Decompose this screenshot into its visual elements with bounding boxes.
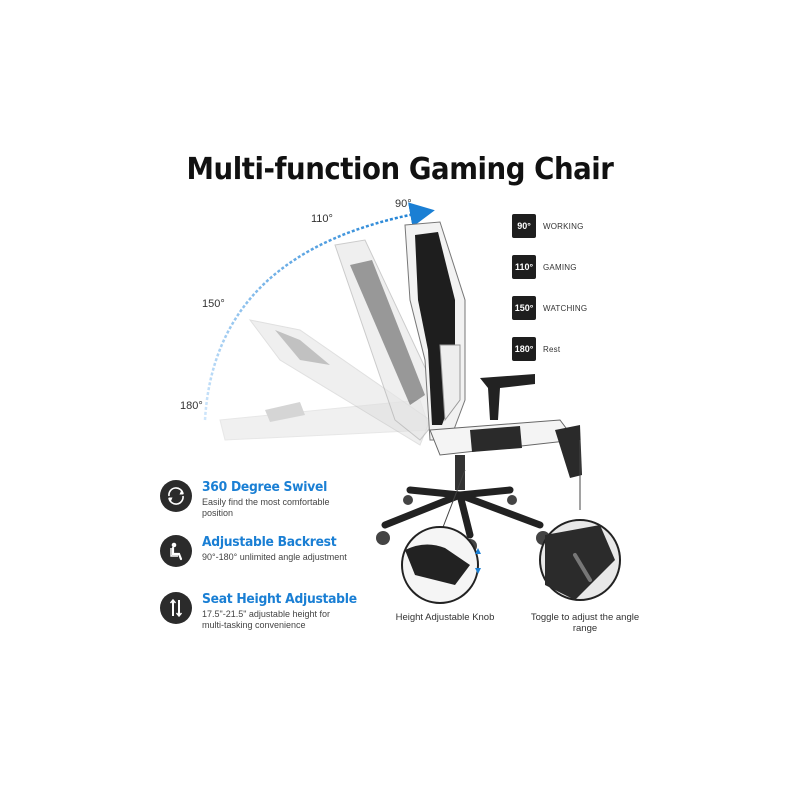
toggle-caption: Toggle to adjust the angle range	[530, 612, 640, 634]
legend-badge: 150°	[512, 296, 536, 320]
legend-badge: 180°	[512, 337, 536, 361]
recline-arc	[203, 202, 435, 421]
angle-label-180: 180°	[180, 400, 203, 412]
legend-badge: 110°	[512, 255, 536, 279]
legend-label: WATCHING	[543, 303, 588, 313]
feature-desc: Easily find the most comfortable positio…	[202, 497, 330, 518]
five-star-base	[381, 486, 544, 539]
armrest	[480, 374, 535, 420]
feature-desc: 90°-180° unlimited angle adjustment	[202, 552, 347, 562]
legend-label: WORKING	[543, 221, 584, 231]
feature-title: Adjustable Backrest	[202, 535, 337, 550]
height-adjust-icon	[160, 592, 192, 624]
feature-title: 360 Degree Swivel	[202, 480, 328, 495]
legend-label: Rest	[543, 344, 561, 354]
legend-row-working: 90° WORKING	[512, 214, 584, 238]
legend-row-rest: 180° Rest	[512, 337, 560, 361]
toggle-detail	[539, 519, 621, 601]
legend-badge: 90°	[512, 214, 536, 238]
feature-backrest: Adjustable Backrest 90°-180° unlimited a…	[160, 535, 352, 567]
knob-caption: Height Adjustable Knob	[395, 612, 495, 623]
legend-row-watching: 150° WATCHING	[512, 296, 587, 320]
angle-label-150: 150°	[202, 298, 225, 310]
legend-label: GAMING	[543, 262, 577, 272]
gas-lift	[455, 455, 465, 490]
feature-desc: 17.5"-21.5" adjustable height for multi-…	[202, 609, 330, 630]
page-title: Multi-function Gaming Chair	[186, 152, 614, 187]
angle-label-90: 90°	[395, 198, 412, 210]
footrest	[555, 425, 582, 478]
angle-label-110: 110°	[311, 213, 333, 225]
knob-detail	[401, 526, 481, 604]
feature-seat-height: Seat Height Adjustable 17.5"-21.5" adjus…	[160, 592, 365, 631]
swivel-360-icon	[160, 480, 192, 512]
feature-title: Seat Height Adjustable	[202, 592, 357, 607]
legend-row-gaming: 110° GAMING	[512, 255, 577, 279]
main-backrest	[404, 221, 466, 441]
feature-swivel: 360 Degree Swivel Easily find the most c…	[160, 480, 352, 519]
recline-seat-icon	[160, 535, 192, 567]
